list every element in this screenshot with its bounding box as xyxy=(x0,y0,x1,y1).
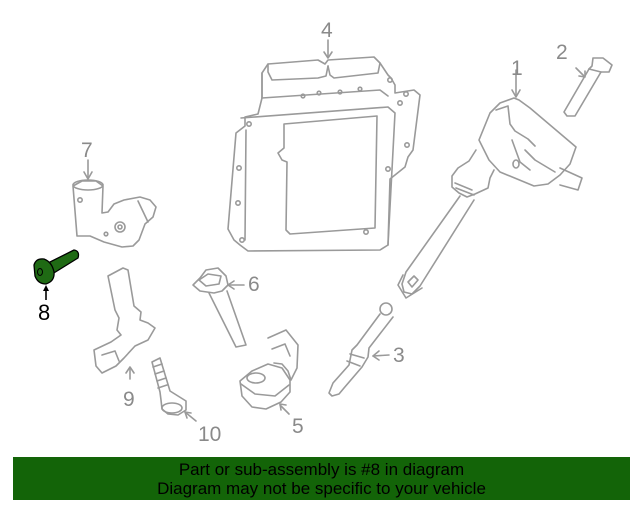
coil-bolt-part[interactable] xyxy=(563,57,613,117)
info-banner: Part or sub-assembly is #8 in diagram Di… xyxy=(13,457,630,500)
spark-plug-part[interactable] xyxy=(328,302,394,397)
camshaft-sensor-part[interactable] xyxy=(72,179,157,248)
callout-9[interactable]: 9 xyxy=(123,388,135,411)
highlighted-bolt-part[interactable] xyxy=(33,249,80,300)
callout-1[interactable]: 1 xyxy=(511,57,523,80)
crank-sensor-bolt-part[interactable] xyxy=(151,357,187,416)
banner-part-note: Part or sub-assembly is #8 in diagram xyxy=(178,459,465,479)
ignition-coil-part[interactable] xyxy=(397,97,583,299)
callout-3[interactable]: 3 xyxy=(393,344,405,367)
banner-disclaimer: Diagram may not be specific to your vehi… xyxy=(157,478,486,498)
callout-8-highlighted[interactable]: 8 xyxy=(38,300,51,325)
callout-4[interactable]: 4 xyxy=(321,19,333,42)
callout-7[interactable]: 7 xyxy=(81,139,93,162)
parts-diagram xyxy=(33,39,613,422)
knock-sensor-bolt-part[interactable] xyxy=(192,267,247,348)
callout-10[interactable]: 10 xyxy=(198,423,222,446)
callout-6[interactable]: 6 xyxy=(248,273,260,296)
knock-sensor-part[interactable] xyxy=(239,329,299,410)
callout-5[interactable]: 5 xyxy=(292,415,304,438)
crankshaft-sensor-part[interactable] xyxy=(93,267,156,374)
callout-2[interactable]: 2 xyxy=(556,41,568,64)
ecm-module-part[interactable] xyxy=(227,56,421,252)
